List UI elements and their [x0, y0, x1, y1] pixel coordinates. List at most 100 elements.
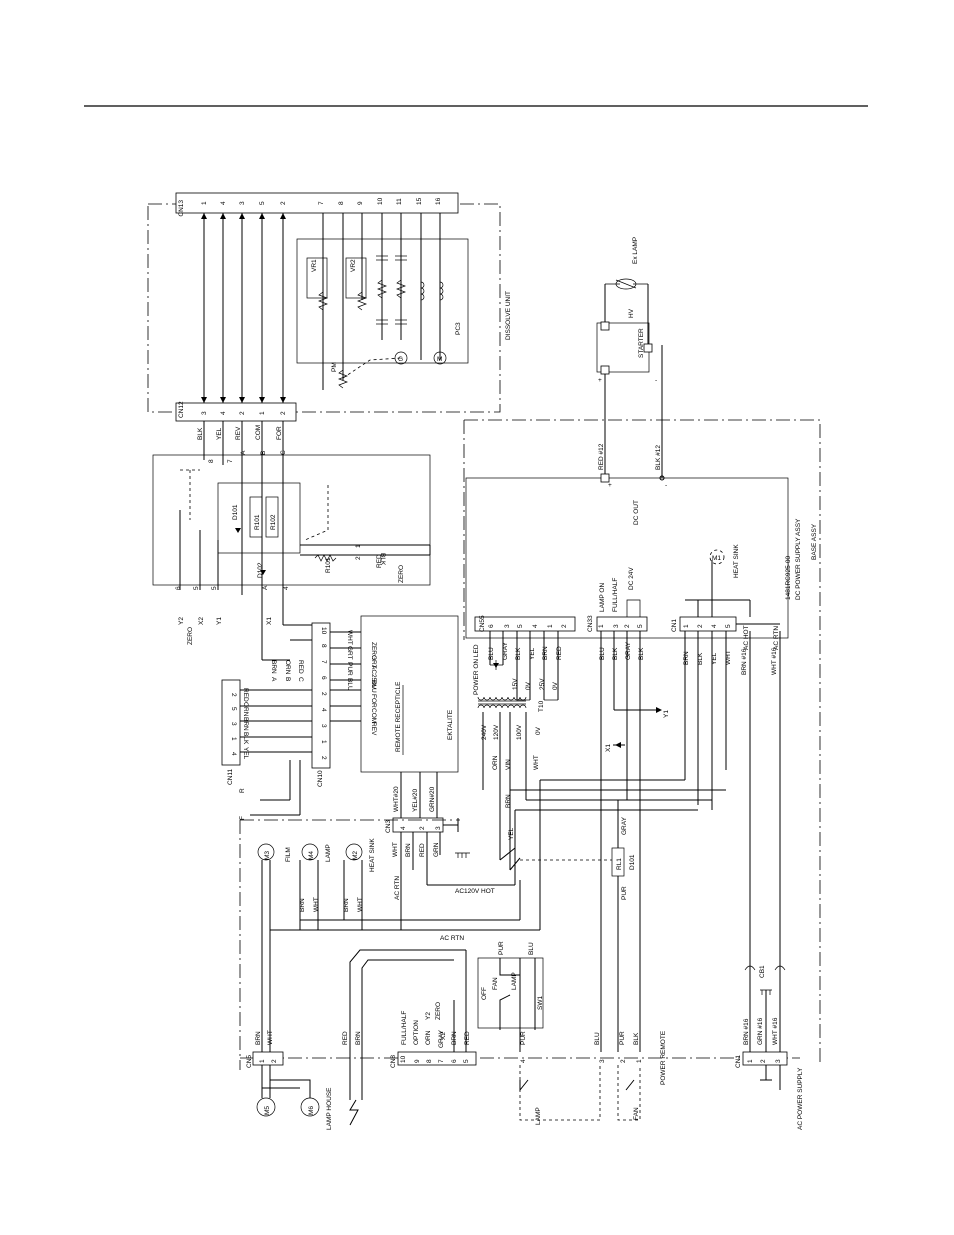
signal-y1b: Y1 [663, 710, 670, 718]
cn8-wire: BLU [594, 1032, 601, 1045]
starter-label: STARTER [638, 328, 645, 358]
brn16-label: BRN #16 [741, 648, 748, 675]
wire-label: YEL [216, 427, 223, 440]
ac-rtn-bus-label: AC RTN [440, 935, 464, 942]
cn8-connector [397, 1051, 477, 1066]
cn5-pin: 2 [271, 1059, 278, 1063]
abc-label: RED [297, 660, 304, 674]
signal-labels: Y2 X2 Y1 X1 ZERO R F X1 Y1 [178, 617, 670, 820]
ektalite-outline [360, 615, 459, 773]
cn10-label: CN10 [317, 770, 324, 787]
cn3b-wire: BRN [405, 843, 412, 857]
d101-label: D101 [232, 504, 239, 520]
cn8-pin: 2 [620, 1059, 627, 1063]
cn13-pin: 15 [416, 197, 423, 205]
cn8-pin: 10 [400, 1055, 407, 1063]
cn8-wire: ZERO [435, 1002, 442, 1020]
abc-letter: A [240, 450, 247, 455]
t10-label: T10 [538, 700, 545, 712]
ektalite-module: EKTALITE REMOTE RECEPTICLE ZERO GRT AC25… [221, 600, 515, 930]
starter-minus: - [655, 377, 657, 384]
cn10-wire: WHT [346, 630, 353, 645]
bottom-connectors: CN5 1 2 BRN WHT CN8 10 9 8 7 6 5 4 3 2 1… [240, 941, 804, 1130]
wire-label: REV [235, 426, 242, 440]
signal-x1b: X1 [605, 744, 612, 752]
dc-power-supply: AC HOT AC RTN 1481RC925-00 DC POWER SUPP… [463, 345, 821, 1065]
wire-label: BLK [197, 427, 204, 440]
fan-switch-label: FAN [633, 1107, 640, 1120]
cn1-pin: 3 [775, 1059, 782, 1063]
full-half-label: FULL/HALF [612, 578, 619, 612]
sec-label: 0V [552, 681, 559, 690]
cn12-pin: 2 [280, 411, 287, 415]
red12-label: RED #12 [598, 443, 605, 470]
cn1t-wire: WHT [725, 650, 732, 665]
ac120-label: AC120V HOT [455, 888, 495, 895]
cn33-pin: 2 [624, 624, 631, 628]
motor-wire: BRN [343, 898, 350, 912]
cn8-wire: BLK [633, 1032, 640, 1045]
cn8-wire: ORN [425, 1030, 432, 1045]
ac-supply-label: AC POWER SUPPLY [797, 1067, 804, 1130]
ektalite-label: FOR [370, 694, 377, 708]
pin-label: 5 [193, 586, 200, 590]
cn1-wire: WHT #16 [772, 1017, 779, 1045]
cn1t-pin: 5 [725, 624, 732, 628]
ektalite-label: AC250V [370, 665, 377, 690]
abc-label: C [297, 677, 304, 682]
wire-label: COM [255, 425, 262, 440]
signal-x1: X1 [266, 617, 273, 625]
cn5-connector [252, 1051, 284, 1066]
cn3-wire: GRN#20 [429, 786, 436, 812]
tap-label: 240V [481, 724, 488, 740]
d101-relay-label: D101 [629, 854, 636, 870]
cn1t-wire: YEL [711, 652, 718, 665]
signal-y1: Y1 [216, 617, 223, 625]
pin-label: 7 [227, 459, 234, 463]
ektalite-label: COM [370, 708, 377, 723]
cn1t-pin: 1 [683, 624, 690, 628]
psu-part-label: 1481RC925-00 [785, 556, 792, 600]
pur-wire-label: PUR [498, 941, 505, 955]
cn8-wire: PUR [520, 1031, 527, 1045]
cn33-wire: BLK [612, 647, 619, 660]
cn33-wire: BLU [599, 647, 606, 660]
signal-zero: ZERO [187, 627, 194, 645]
cn5-pin: 1 [259, 1059, 266, 1063]
cn8-pin: 3 [599, 1059, 606, 1063]
signal-x2: X2 [198, 617, 205, 625]
motor-wire: WHT [313, 897, 320, 912]
cn11-pin: 2 [230, 693, 237, 697]
cn10-pin: 3 [320, 724, 327, 728]
cn10-pin: 1 [320, 740, 327, 744]
cn55-connector [474, 616, 576, 632]
cn11-connector [221, 679, 241, 766]
cn1t-label: CN1 [671, 619, 678, 632]
abc-label: A [270, 677, 277, 682]
cn8-pin: 8 [426, 1059, 433, 1063]
cn13-pin: 9 [357, 201, 364, 205]
ektalite-label: GRT [370, 655, 377, 669]
cn3b-wire: RED [419, 843, 426, 857]
ektalite-label: BLU [370, 680, 377, 693]
cn11-pin: 1 [230, 737, 237, 741]
cn10-pin: 6 [320, 676, 327, 680]
relay-rl1: RL1 D101 GRAY PUR YEL [499, 799, 636, 1052]
cn11-wire: BLK [242, 732, 249, 745]
tx-wire: ORN [492, 755, 499, 770]
cn13-pin: 2 [280, 201, 287, 205]
cn10-pin: 4 [320, 708, 327, 712]
heat-sink-label: HEAT SINK [733, 544, 740, 578]
zero-board: D101 D102 R101 R102 R101 BLK RED ZERO 1 … [152, 421, 431, 610]
cn13-label: CN13 [178, 200, 185, 217]
cn8-wire: PUR [619, 1031, 626, 1045]
sw1-switch [477, 957, 544, 1029]
cn10-pin: 10 [320, 627, 327, 635]
cn11-wire: YEL [242, 747, 249, 760]
cn3-pin: 4 [400, 826, 407, 830]
dissolve-unit: CN13 CN12 1 4 3 5 2 7 8 9 10 11 15 16 3 … [147, 192, 512, 422]
abc-label: B [284, 677, 291, 681]
cn12-pin: 2 [239, 411, 246, 415]
rl1-label: RL1 [616, 858, 623, 870]
cn5-label: CN5 [246, 1055, 253, 1068]
